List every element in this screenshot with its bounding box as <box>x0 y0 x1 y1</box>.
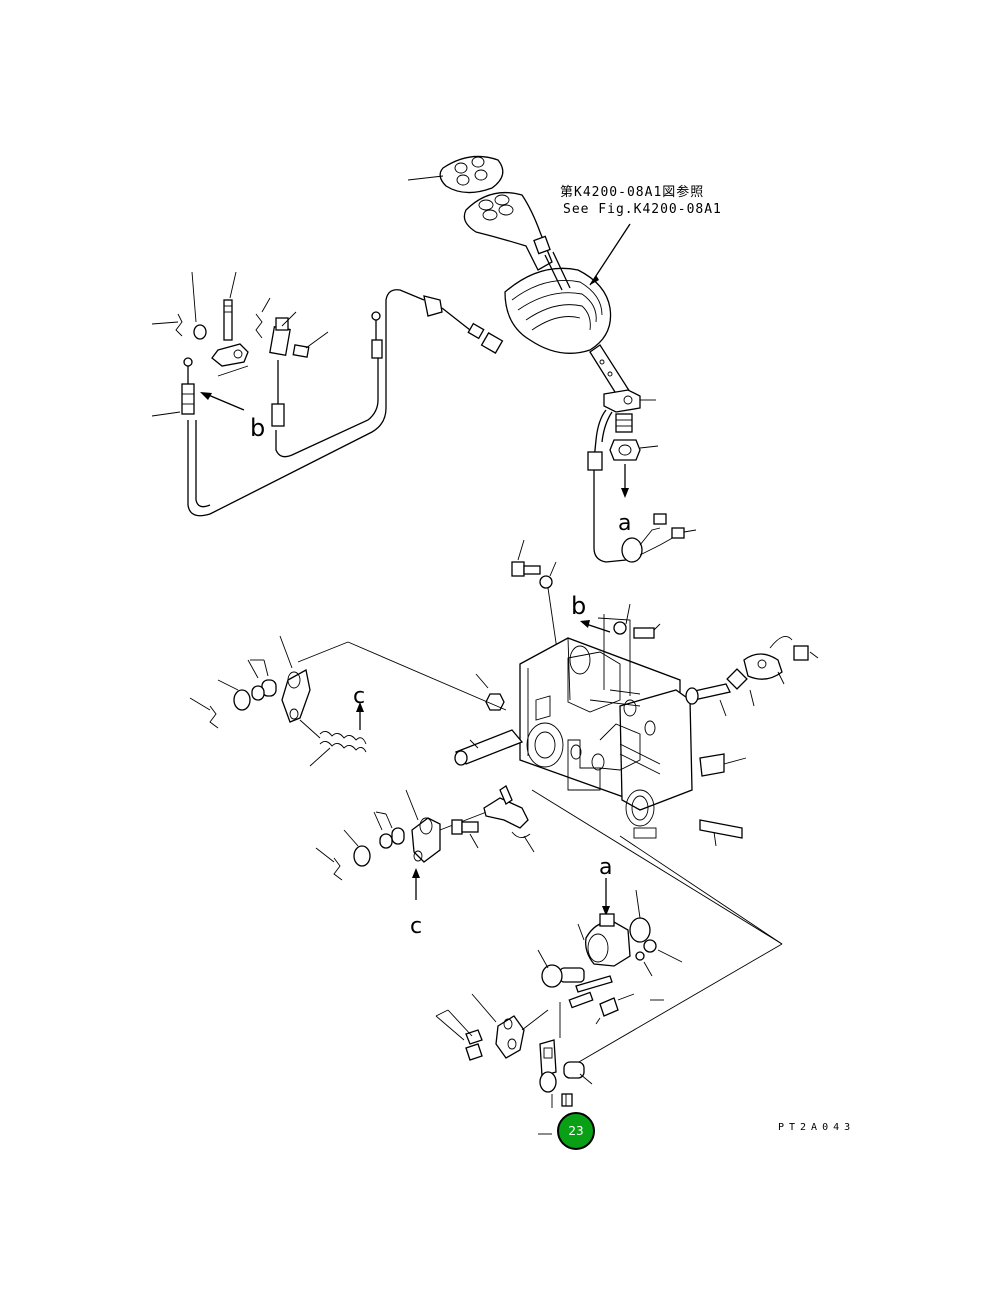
view-marker-c-top: c <box>353 684 366 709</box>
link-lever-set <box>189 635 535 900</box>
figure-reference-en: See Fig.K4200-08A1 <box>563 202 722 217</box>
lever-housing-block <box>519 614 693 839</box>
mounting-hardware <box>475 539 661 711</box>
view-marker-a-bottom: a <box>599 855 613 880</box>
lever-knob-assembly <box>407 155 659 498</box>
switch-harness <box>587 409 697 563</box>
page-number-text: 23 <box>568 1124 584 1138</box>
housing-side-parts <box>685 635 819 847</box>
page-number-badge[interactable]: 23 <box>557 1112 595 1150</box>
figure-reference-jp: 第K4200-08A1図参照 <box>560 185 705 200</box>
drawing-code: PT2A043 <box>778 1122 856 1133</box>
control-cable-assembly <box>151 271 504 517</box>
view-marker-c-bottom: c <box>410 914 423 939</box>
view-marker-b-right: b <box>571 592 587 620</box>
view-marker-a-top: a <box>618 511 632 536</box>
view-marker-b-left: b <box>250 414 266 442</box>
detent-valve-assembly <box>435 789 783 1135</box>
